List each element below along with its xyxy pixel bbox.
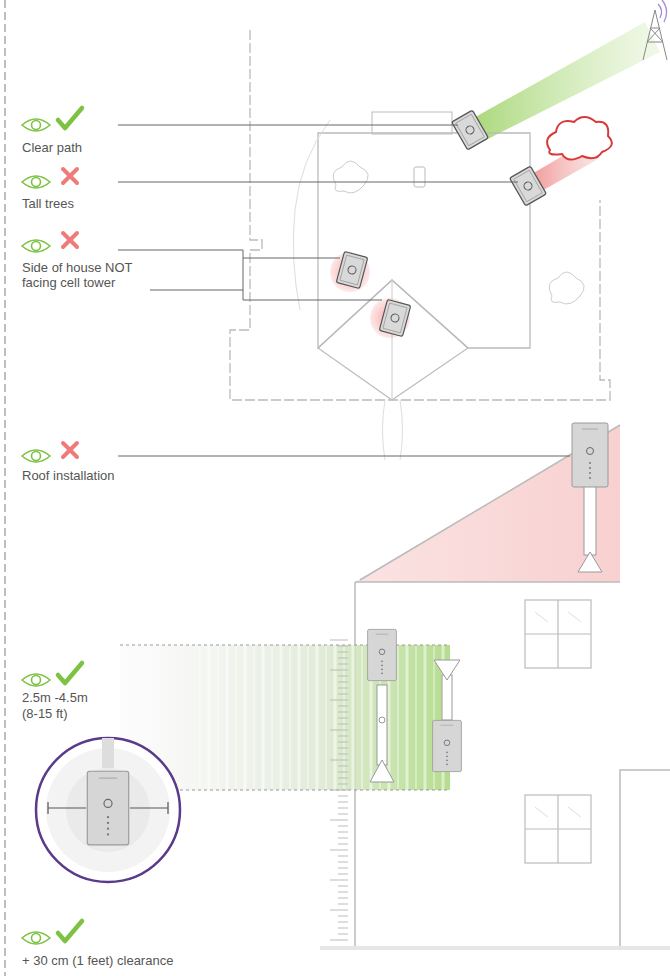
roof-installation-label: Roof installation: [22, 468, 115, 483]
clear-path-label: Clear path: [22, 140, 82, 155]
height-feet-label: (8-15 ft): [22, 706, 68, 721]
height-metric-label: 2.5m -4.5m: [22, 690, 88, 705]
tall-trees-label: Tall trees: [22, 196, 74, 211]
side-of-house-label: Side of house NOT facing cell tower: [22, 260, 154, 290]
clearance-label: + 30 cm (1 feet) clearance: [22, 953, 173, 968]
